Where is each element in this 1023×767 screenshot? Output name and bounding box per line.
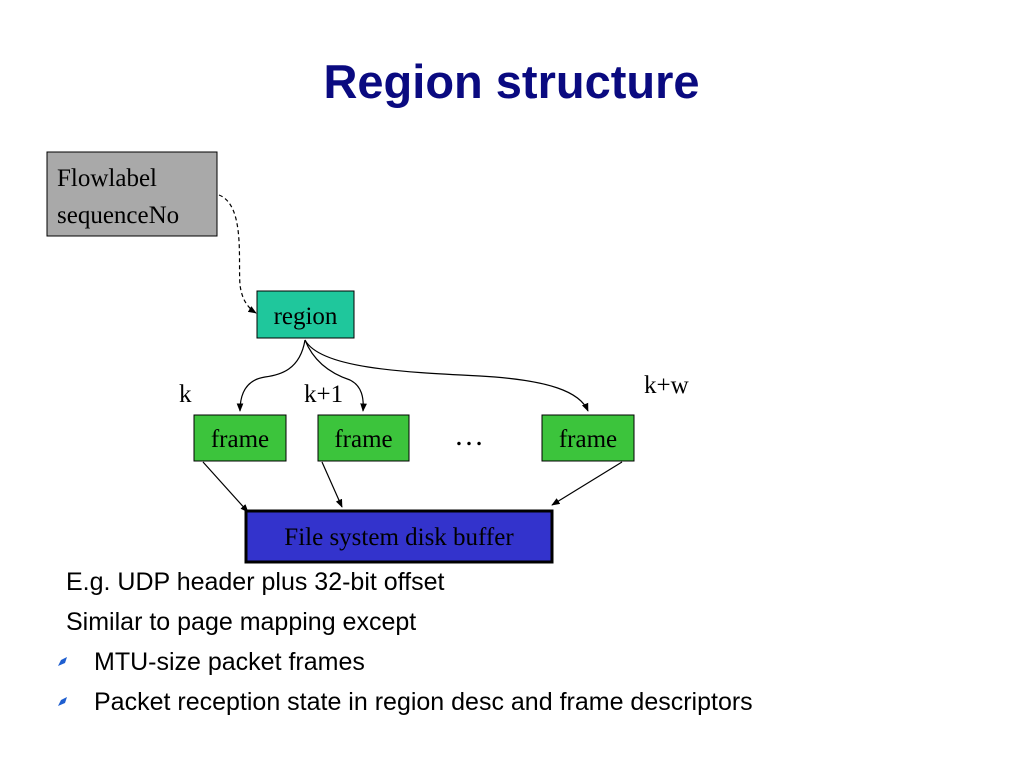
- bullet-icon: [58, 697, 67, 706]
- frame-box-2: frame: [317, 414, 410, 462]
- region-to-frame-3-arrow: [304, 339, 589, 412]
- bullet-text: Packet reception state in region desc an…: [94, 688, 753, 716]
- bullet-item: MTU-size packet frames: [58, 642, 998, 682]
- region-to-frame-1-arrow: [236, 339, 306, 412]
- slide-title: Region structure: [323, 55, 700, 108]
- header-to-region-arrow: [218, 194, 257, 314]
- bullet-text: MTU-size packet frames: [94, 648, 365, 676]
- frame-label-k-plus-1: k+1: [304, 381, 343, 408]
- frame-box-3: frame: [541, 414, 635, 462]
- region-box: region: [256, 290, 355, 339]
- frame-label-k: k: [179, 381, 192, 408]
- frame-1-to-buffer-arrow: [202, 461, 249, 513]
- frame-label-k-plus-w: k+w: [644, 372, 689, 399]
- frame-box-1: frame: [193, 414, 287, 462]
- frame-2-to-buffer-arrow: [321, 461, 343, 508]
- frame-label: frame: [334, 426, 392, 453]
- flowlabel-label: Flowlabel: [57, 165, 157, 192]
- disk-buffer-label: File system disk buffer: [284, 524, 514, 551]
- flowlabel-box: Flowlabel sequenceNo: [46, 151, 218, 237]
- frame-label: frame: [559, 426, 617, 453]
- frame-label: frame: [211, 426, 269, 453]
- frames-ellipsis: …: [454, 419, 484, 452]
- slide-body: E.g. UDP header plus 32-bit offset Simil…: [58, 562, 1006, 722]
- body-line: E.g. UDP header plus 32-bit offset: [66, 568, 445, 596]
- bullet-icon: [58, 657, 67, 666]
- frame-3-to-buffer-arrow: [551, 461, 623, 506]
- bullet-item: Packet reception state in region desc an…: [58, 682, 998, 722]
- body-line: Similar to page mapping except: [66, 608, 417, 636]
- sequenceno-label: sequenceNo: [57, 202, 179, 229]
- region-to-frame-2-arrow: [304, 339, 367, 412]
- disk-buffer-box: File system disk buffer: [244, 509, 554, 564]
- region-label: region: [274, 303, 338, 330]
